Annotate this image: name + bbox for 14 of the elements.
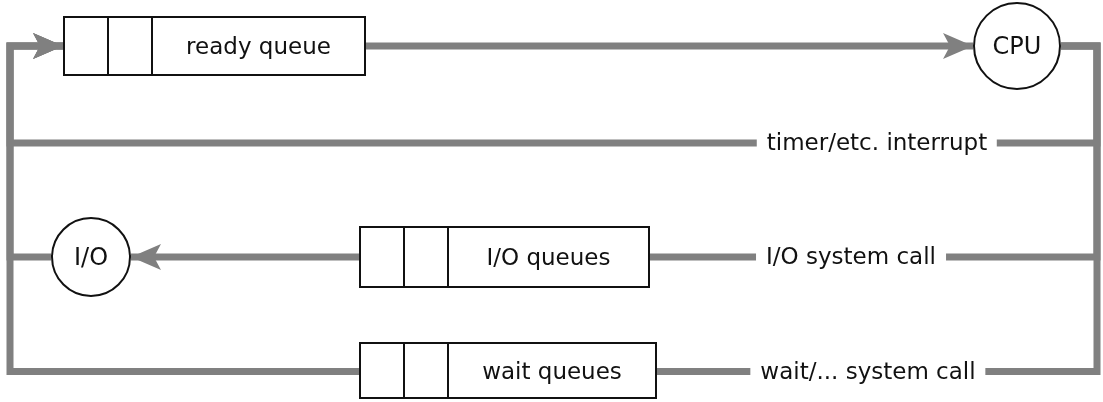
arrow	[131, 244, 359, 270]
queue-box	[359, 226, 650, 288]
queue-label: ready queue	[185, 33, 332, 59]
circle-label: I/O	[73, 243, 109, 271]
queue-label: I/O queues	[485, 244, 612, 270]
queue-box	[63, 16, 366, 76]
circle-label: CPU	[992, 32, 1042, 60]
arrow	[6, 33, 359, 375]
edge-label: wait/... system call	[750, 358, 986, 386]
queue-box	[359, 342, 657, 399]
arrow	[366, 33, 973, 59]
edge-label: timer/etc. interrupt	[756, 129, 998, 157]
edge-label: I/O system call	[756, 243, 946, 271]
queue-label: wait queues	[481, 357, 623, 384]
